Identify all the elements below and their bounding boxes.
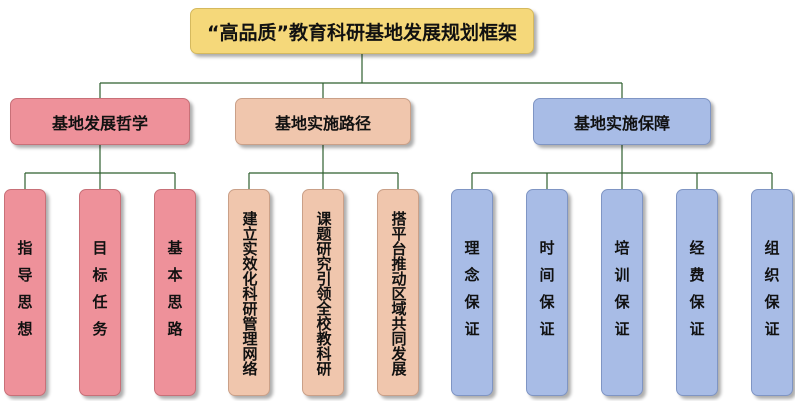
leaf-node: 组织保证 (751, 189, 793, 396)
leaf-node: 基本思路 (154, 189, 196, 396)
leaf-label: 建立实效化科研管理网络 (240, 211, 259, 376)
leaf-node: 建立实效化科研管理网络 (228, 189, 270, 396)
leaf-node: 经费保证 (676, 189, 718, 396)
leaf-node: 培训保证 (601, 189, 643, 396)
category-label: 基地发展哲学 (51, 113, 148, 133)
category-support: 基地实施保障 (533, 98, 711, 145)
category-philosophy: 基地发展哲学 (10, 98, 190, 145)
leaf-label: 指导思想 (15, 239, 34, 348)
leaf-label: 组织保证 (762, 239, 781, 348)
leaf-label: 基本思路 (165, 239, 184, 348)
root-title: “高品质”教育科研基地发展规划框架 (207, 21, 517, 44)
leaf-label: 培训保证 (612, 239, 631, 348)
leaf-node: 搭平台推动区域共同发展 (377, 189, 419, 396)
leaf-node: 指导思想 (4, 189, 46, 396)
category-label: 基地实施保障 (573, 113, 670, 133)
leaf-node: 目标任务 (79, 189, 121, 396)
leaf-label: 时间保证 (537, 239, 556, 348)
leaf-node: 时间保证 (526, 189, 568, 396)
category-label: 基地实施路径 (274, 113, 371, 133)
leaf-label: 搭平台推动区域共同发展 (389, 211, 408, 376)
root-node: “高品质”教育科研基地发展规划框架 (190, 8, 534, 54)
leaf-node: 理念保证 (451, 189, 493, 396)
category-path: 基地实施路径 (235, 98, 411, 145)
leaf-label: 理念保证 (462, 239, 481, 348)
leaf-node: 课题研究引领全校教科研 (302, 189, 344, 396)
leaf-label: 经费保证 (687, 239, 706, 348)
leaf-label: 目标任务 (90, 239, 109, 348)
leaf-label: 课题研究引领全校教科研 (314, 211, 333, 376)
